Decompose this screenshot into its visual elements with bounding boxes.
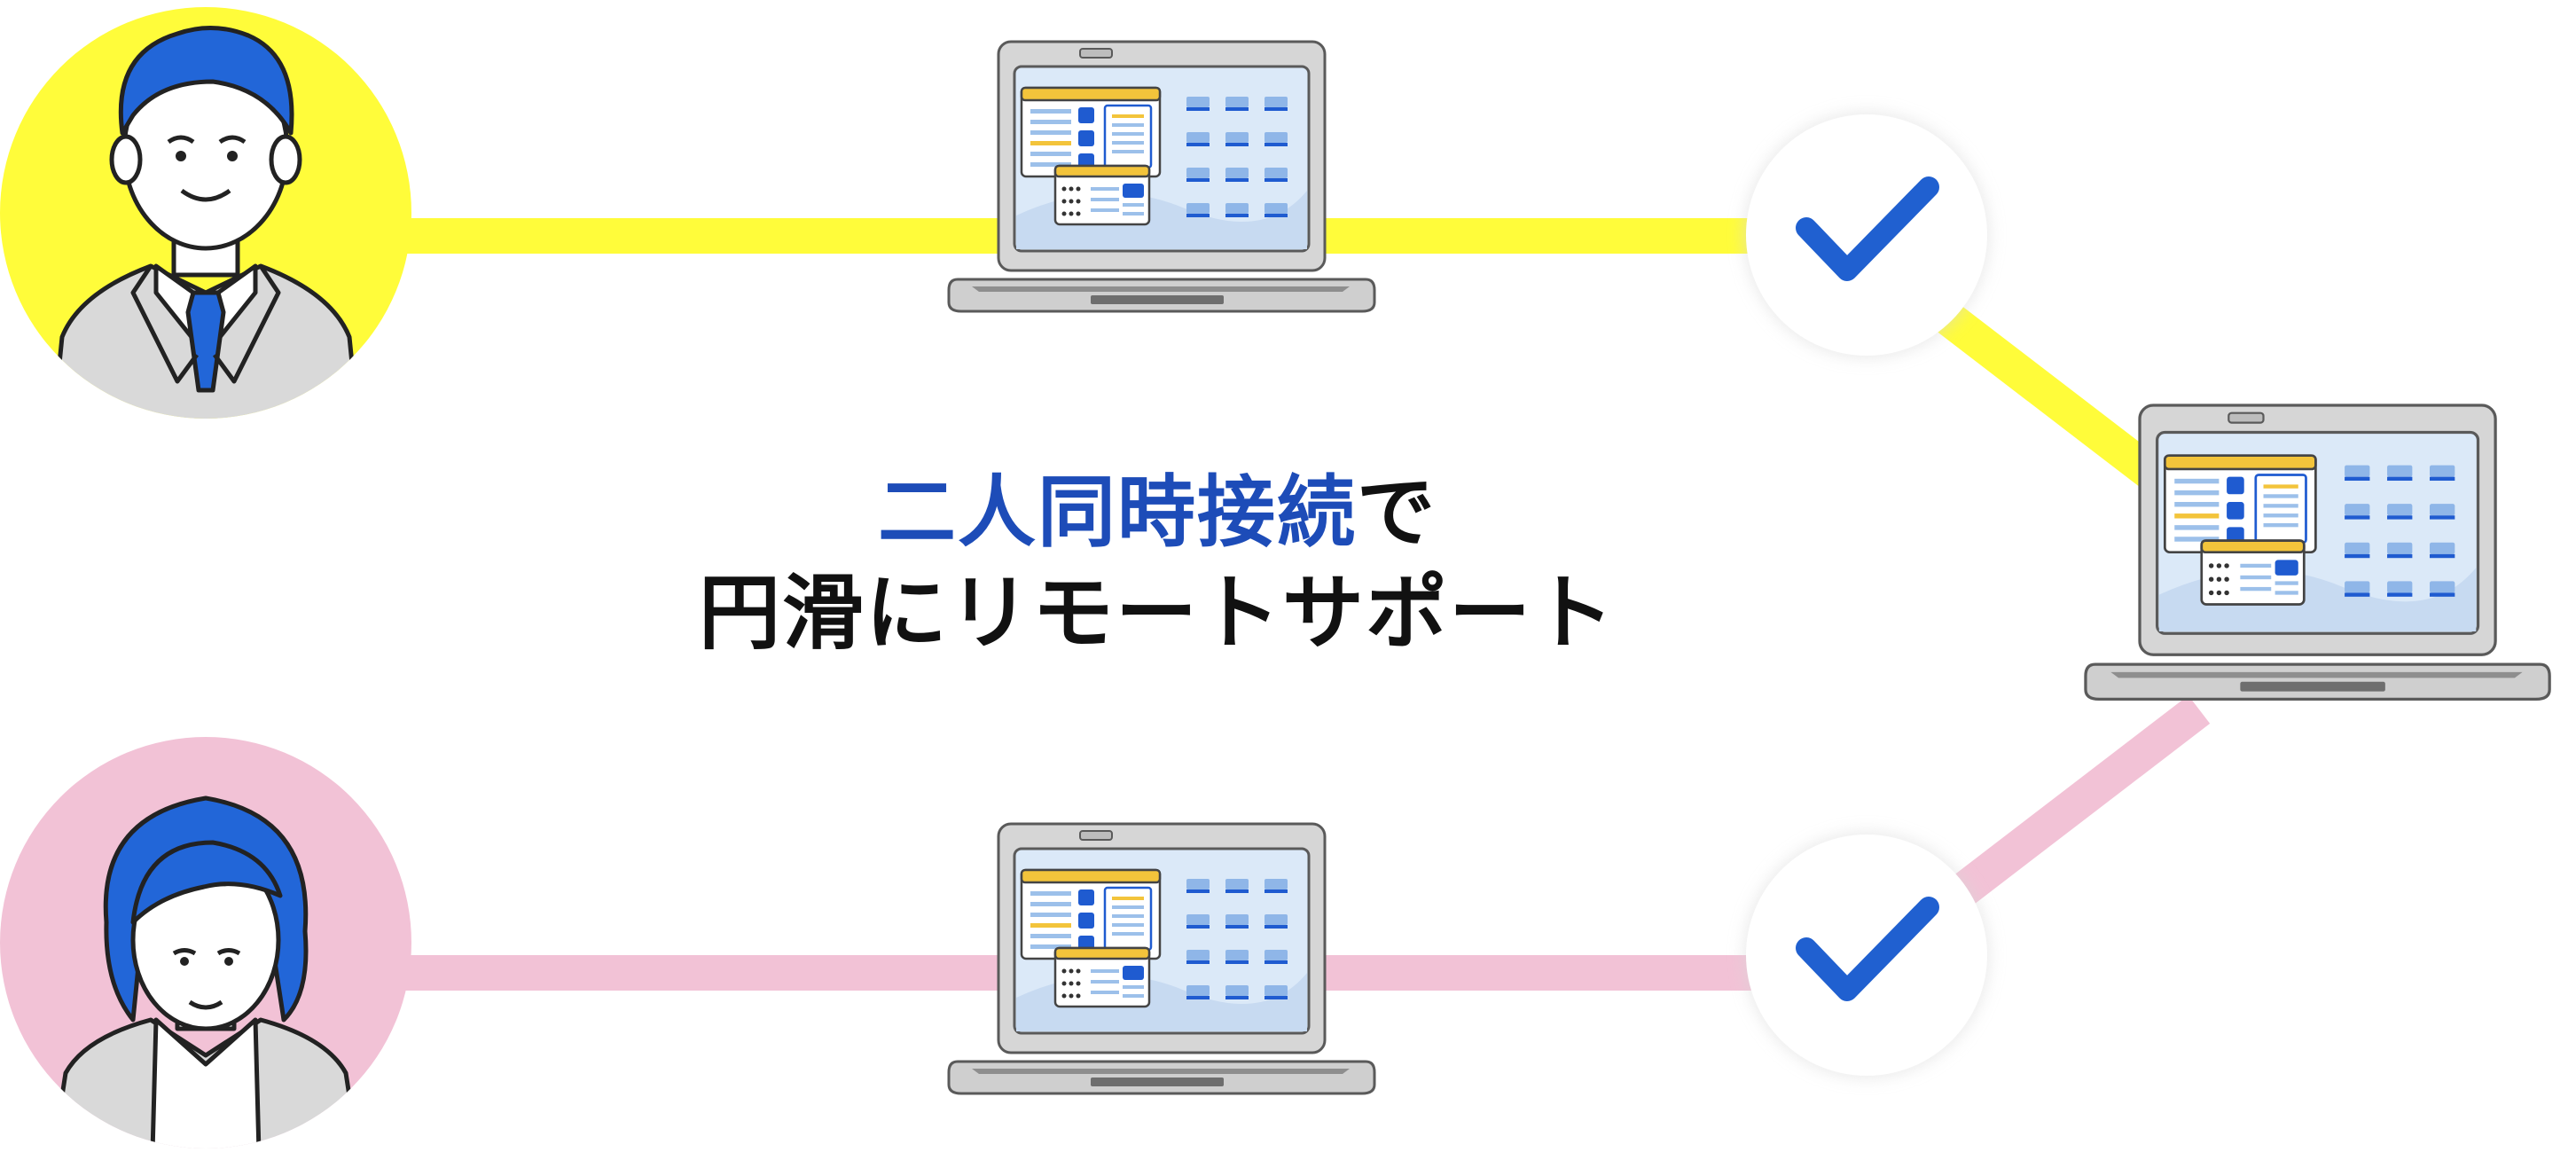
connector-line-top-diagonal — [1904, 278, 2193, 511]
headline-rest: で — [1357, 466, 1437, 558]
laptop-top — [947, 40, 1376, 313]
headline-accent: 二人同時接続 — [877, 466, 1357, 558]
connector-line-bottom-diagonal — [1922, 695, 2211, 928]
headline-line-1: 二人同時接続で — [0, 468, 2314, 557]
avatar-man — [0, 7, 411, 419]
headline-line-2: 円滑にリモートサポート — [698, 566, 1616, 661]
check-icon-top — [1744, 113, 1989, 357]
laptop-bottom — [947, 822, 1376, 1095]
check-icon-bottom — [1744, 833, 1989, 1078]
avatar-woman — [0, 737, 411, 1148]
